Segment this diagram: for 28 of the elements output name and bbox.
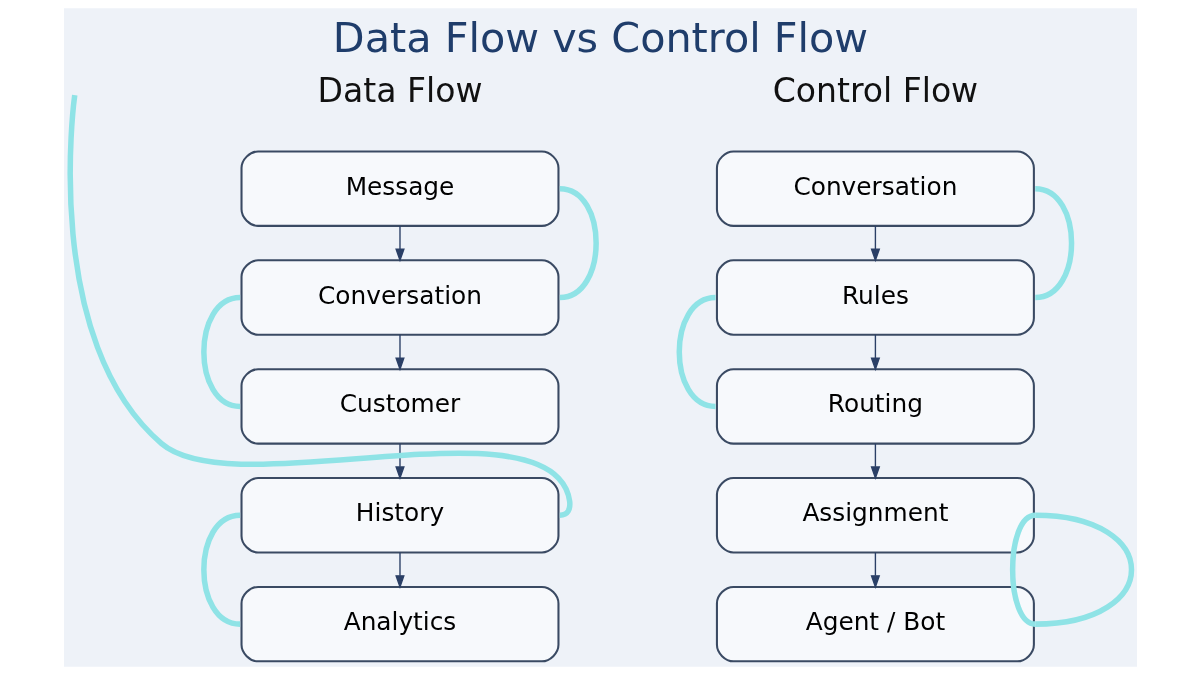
arrow	[870, 334, 880, 372]
label: Data Flow	[317, 71, 482, 111]
node-box: Rules	[715, 259, 1035, 336]
node-box: Agent / Bot	[715, 585, 1035, 663]
connector	[67, 94, 572, 518]
node-box: Conversation	[715, 150, 1035, 227]
arrow	[870, 225, 880, 263]
arrow	[870, 551, 880, 589]
node-box: Customer	[240, 368, 559, 445]
connector	[200, 294, 241, 410]
node-box: Analytics	[240, 585, 559, 663]
label: Control Flow	[772, 71, 978, 111]
connector	[1009, 512, 1036, 627]
connector	[676, 294, 716, 410]
node-box: Conversation	[240, 259, 559, 336]
diagram-title: Data Flow vs Control Flow	[332, 14, 868, 63]
arrow	[870, 443, 880, 481]
connector	[1034, 185, 1074, 301]
arrow	[394, 225, 405, 263]
arrow	[394, 334, 405, 372]
node-box: Message	[240, 150, 559, 227]
node-box: History	[240, 477, 559, 554]
arrow	[394, 551, 405, 589]
node-box: Assignment	[715, 477, 1035, 554]
connector	[200, 512, 241, 627]
connector	[558, 185, 599, 301]
connector	[1034, 512, 1134, 627]
node-box: Routing	[715, 368, 1035, 445]
